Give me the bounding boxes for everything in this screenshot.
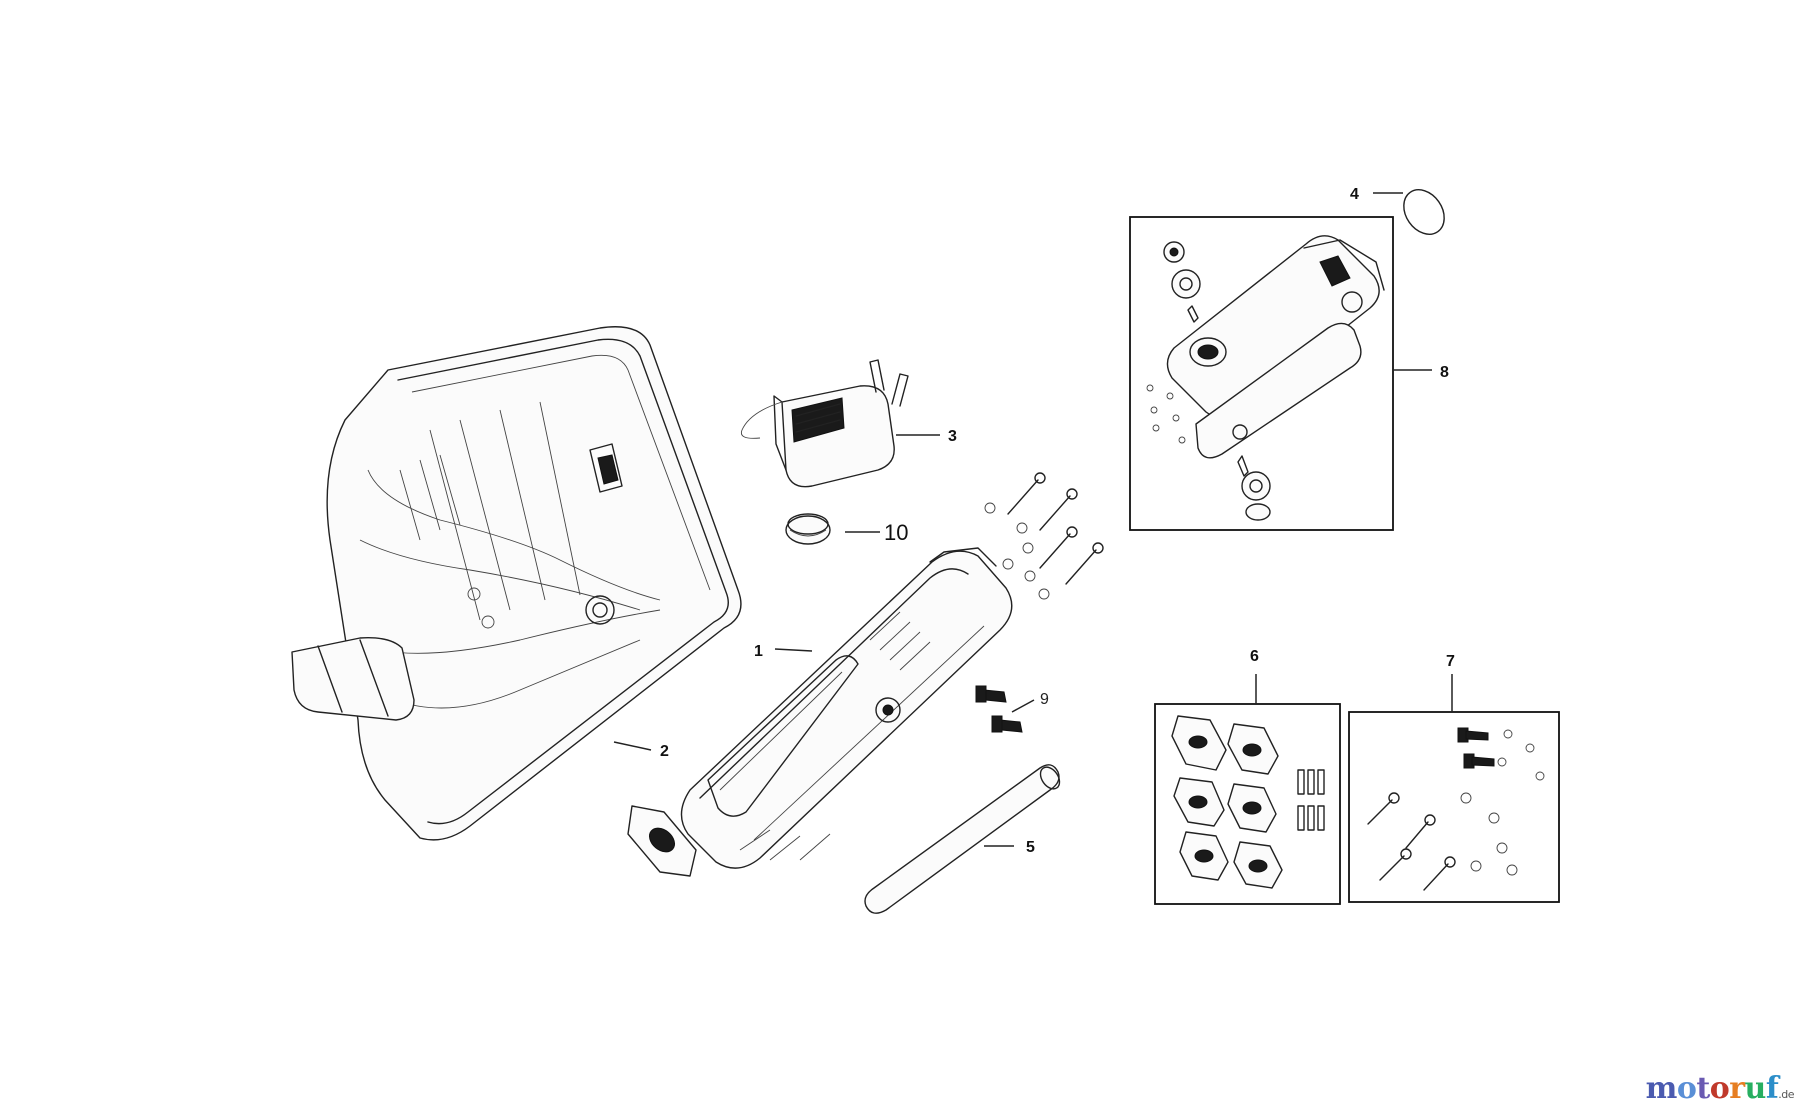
part-1-worklight-body xyxy=(680,547,1013,869)
part-5-tube xyxy=(864,764,1061,914)
leader-lines xyxy=(613,192,1453,847)
part-4-o-ring xyxy=(1403,189,1445,235)
label-part-9: 9 xyxy=(1040,691,1049,708)
part-3-charger-plug xyxy=(740,359,909,488)
label-part-6: 6 xyxy=(1250,648,1259,665)
part-8-stand-assembly xyxy=(1129,216,1394,531)
part-10-cap xyxy=(785,513,831,545)
motoruf-watermark-logo: motoruf.de xyxy=(1645,1071,1795,1106)
label-part-8: 8 xyxy=(1440,364,1449,381)
label-part-3: 3 xyxy=(948,428,957,445)
label-part-7: 7 xyxy=(1446,653,1455,670)
part-labels: 4 8 3 10 1 6 7 9 2 5 xyxy=(660,186,1455,856)
part-6-pad-set xyxy=(1154,703,1341,905)
part-2-holster-panel xyxy=(291,326,742,841)
label-part-2: 2 xyxy=(660,743,669,760)
mounting-ring xyxy=(627,805,697,877)
label-part-10: 10 xyxy=(884,520,908,545)
part-7-screw-kit xyxy=(1348,711,1560,903)
label-part-1: 1 xyxy=(754,643,763,660)
label-part-5: 5 xyxy=(1026,839,1035,856)
part-9-screws xyxy=(975,685,1023,733)
label-part-4: 4 xyxy=(1350,186,1359,203)
screw-set-upper xyxy=(984,472,1104,600)
